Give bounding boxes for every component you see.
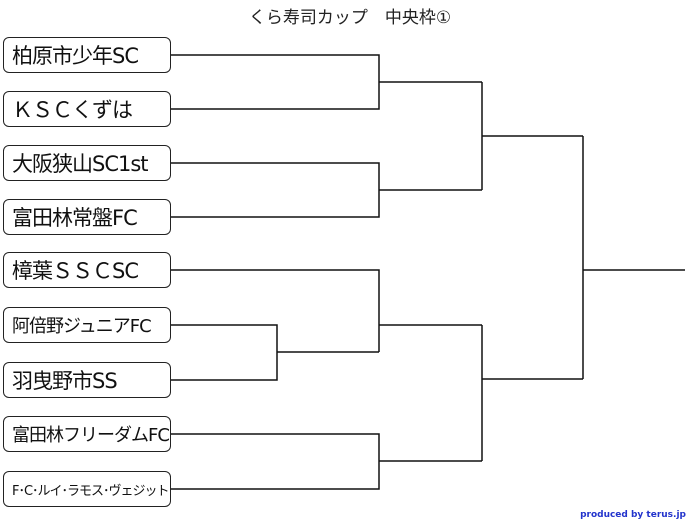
bracket-title: くら寿司カップ 中央枠① [248,8,452,28]
team-box-4: 富田林常盤FC [3,199,171,235]
team-box-6: 阿倍野ジュニアFC [3,307,171,343]
match-line-2 [171,162,482,218]
team-box-3: 大阪狭山SC1st [3,145,171,181]
match-line-1 [171,54,482,110]
team-box-9: F･C･ルイ･ラモス･ヴェジット [3,471,171,507]
match-line-7 [481,325,583,461]
final-line [582,136,685,379]
team-box-2: ＫＳＣくずは [3,91,171,127]
team-box-7: 羽曳野市SS [3,362,171,398]
credit-text: produced by terus.jp [580,510,686,520]
match-line-6 [481,82,583,190]
team-box-5: 樟葉ＳＳＣSC [3,252,171,288]
match-line-5 [171,433,482,490]
match-line-3 [171,324,379,381]
match-line-4 [171,269,482,352]
team-box-1: 柏原市少年SC [3,37,171,73]
team-box-8: 富田林フリーダムFC [3,416,171,452]
